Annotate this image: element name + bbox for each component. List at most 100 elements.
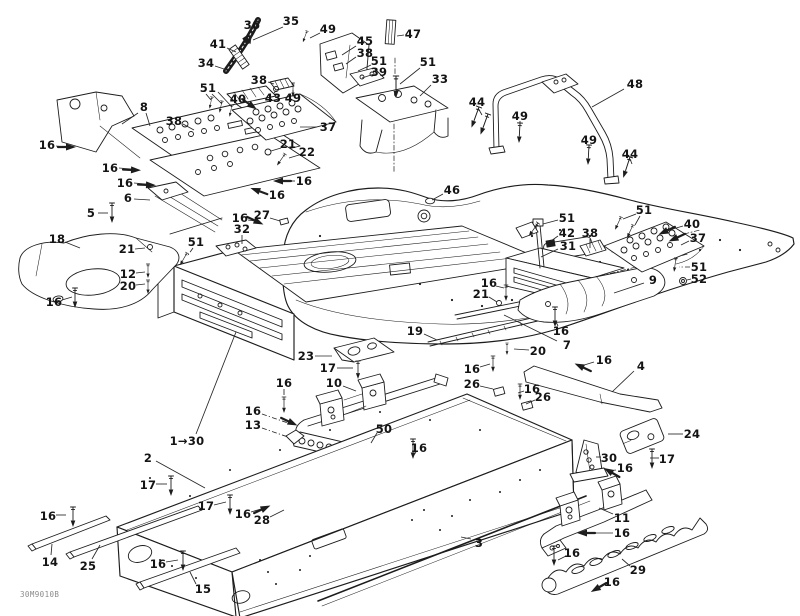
bolt-icon <box>584 144 592 166</box>
shock-rail-10 <box>295 373 449 439</box>
bolt-icon <box>109 202 115 224</box>
callout-label-16: 16 <box>40 509 57 523</box>
callout-leader <box>214 65 228 71</box>
arrow-bolt-icon <box>278 413 301 430</box>
callout-label-17: 17 <box>198 499 215 513</box>
callout-leader <box>399 67 421 85</box>
callout-leader <box>686 278 692 281</box>
callout-label-42: 42 <box>559 226 576 240</box>
callout-leader <box>357 64 372 72</box>
callout-label-13: 13 <box>245 418 262 432</box>
callout-leader <box>513 348 530 351</box>
callout-label-51: 51 <box>559 211 576 225</box>
callout-leader <box>145 112 151 127</box>
plate-24 <box>619 418 665 454</box>
callout-leader <box>91 544 101 560</box>
callout-leader <box>118 167 132 170</box>
callout-leader <box>261 427 289 438</box>
callout-leader <box>195 331 237 435</box>
callout-label-38: 38 <box>357 46 374 60</box>
callout-label-49: 49 <box>512 109 529 123</box>
callout-leader <box>479 385 494 390</box>
callout-label-32: 32 <box>234 222 251 236</box>
front-bulkhead <box>157 225 549 361</box>
callout-leader <box>611 370 635 393</box>
callout-leader <box>413 451 417 456</box>
nut-icon <box>496 300 502 306</box>
bottom-pan-18 <box>18 233 180 310</box>
cylinder-47 <box>384 19 397 45</box>
callout-label-8: 8 <box>140 100 148 114</box>
callout-leader <box>205 93 212 101</box>
callout-leader <box>182 123 195 131</box>
callout-label-40: 40 <box>684 217 701 231</box>
callout-leader <box>187 247 194 256</box>
callout-label-16: 16 <box>296 174 313 188</box>
callout-label-51: 51 <box>636 203 653 217</box>
callout-label-16: 16 <box>464 362 481 376</box>
callout-label-16: 16 <box>524 382 541 396</box>
bolt-icon <box>515 122 523 144</box>
clip-26-left <box>492 386 506 397</box>
footrest-plate-right-37 <box>579 221 705 273</box>
callout-label-44: 44 <box>469 95 486 109</box>
callout-leader <box>613 282 645 294</box>
callout-leader <box>370 432 378 444</box>
rail-3 <box>317 495 587 602</box>
callout-leader <box>542 219 559 225</box>
callout-label-16: 16 <box>150 557 167 571</box>
callout-label-16: 16 <box>117 176 134 190</box>
nut-icon <box>264 148 272 156</box>
callout-label-16: 16 <box>553 324 570 338</box>
callout-leader <box>134 247 146 250</box>
callout-leader <box>217 91 233 108</box>
callout-leader <box>396 34 405 37</box>
callout-leader <box>598 507 614 515</box>
callout-label-19: 19 <box>407 324 424 338</box>
callout-label-29: 29 <box>630 563 647 577</box>
callout-label-41: 41 <box>210 37 227 51</box>
callout-leader <box>261 413 289 424</box>
callout-label-39: 39 <box>371 65 388 79</box>
callout-label-18: 18 <box>49 232 66 246</box>
callout-label-16: 16 <box>617 461 634 475</box>
callout-label-2: 2 <box>144 451 152 465</box>
callout-label-51: 51 <box>691 260 708 274</box>
clip-26-right <box>520 400 534 411</box>
callout-label-52: 52 <box>691 272 708 286</box>
callout-leader <box>665 225 684 232</box>
callout-label-16: 16 <box>564 546 581 560</box>
callout-label-16: 16 <box>245 404 262 418</box>
washer-52-icon <box>679 277 687 285</box>
callout-label-27: 27 <box>254 208 271 222</box>
callout-leader <box>258 190 269 195</box>
callout-leader <box>607 469 617 472</box>
bracket-33 <box>355 57 449 173</box>
bracket-23 <box>333 337 395 363</box>
callout-leader <box>64 241 81 249</box>
callout-label-26: 26 <box>464 377 481 391</box>
callout-leader <box>55 145 67 148</box>
callout-label-16: 16 <box>235 507 252 521</box>
callout-label-20: 20 <box>120 279 137 293</box>
callout-leader <box>479 363 491 368</box>
washer-52-icon <box>681 279 685 283</box>
callout-label-21: 21 <box>119 242 136 256</box>
callout-leader <box>540 248 559 258</box>
callout-leader <box>460 536 472 540</box>
callout-leader <box>345 56 357 65</box>
callout-label-17: 17 <box>140 478 157 492</box>
callout-leader <box>680 240 690 246</box>
callout-label-24: 24 <box>684 427 701 441</box>
callout-label-16: 16 <box>46 295 63 309</box>
callout-label-22: 22 <box>299 145 316 159</box>
heat-exchanger-29 <box>541 517 709 595</box>
callout-leader <box>250 508 262 513</box>
bolt-icon <box>490 355 496 373</box>
callout-leader <box>634 215 641 226</box>
callout-leader <box>121 112 139 125</box>
callout-label-14: 14 <box>42 555 59 569</box>
callout-label-16: 16 <box>232 211 249 225</box>
tunnel-assembly <box>116 393 591 616</box>
